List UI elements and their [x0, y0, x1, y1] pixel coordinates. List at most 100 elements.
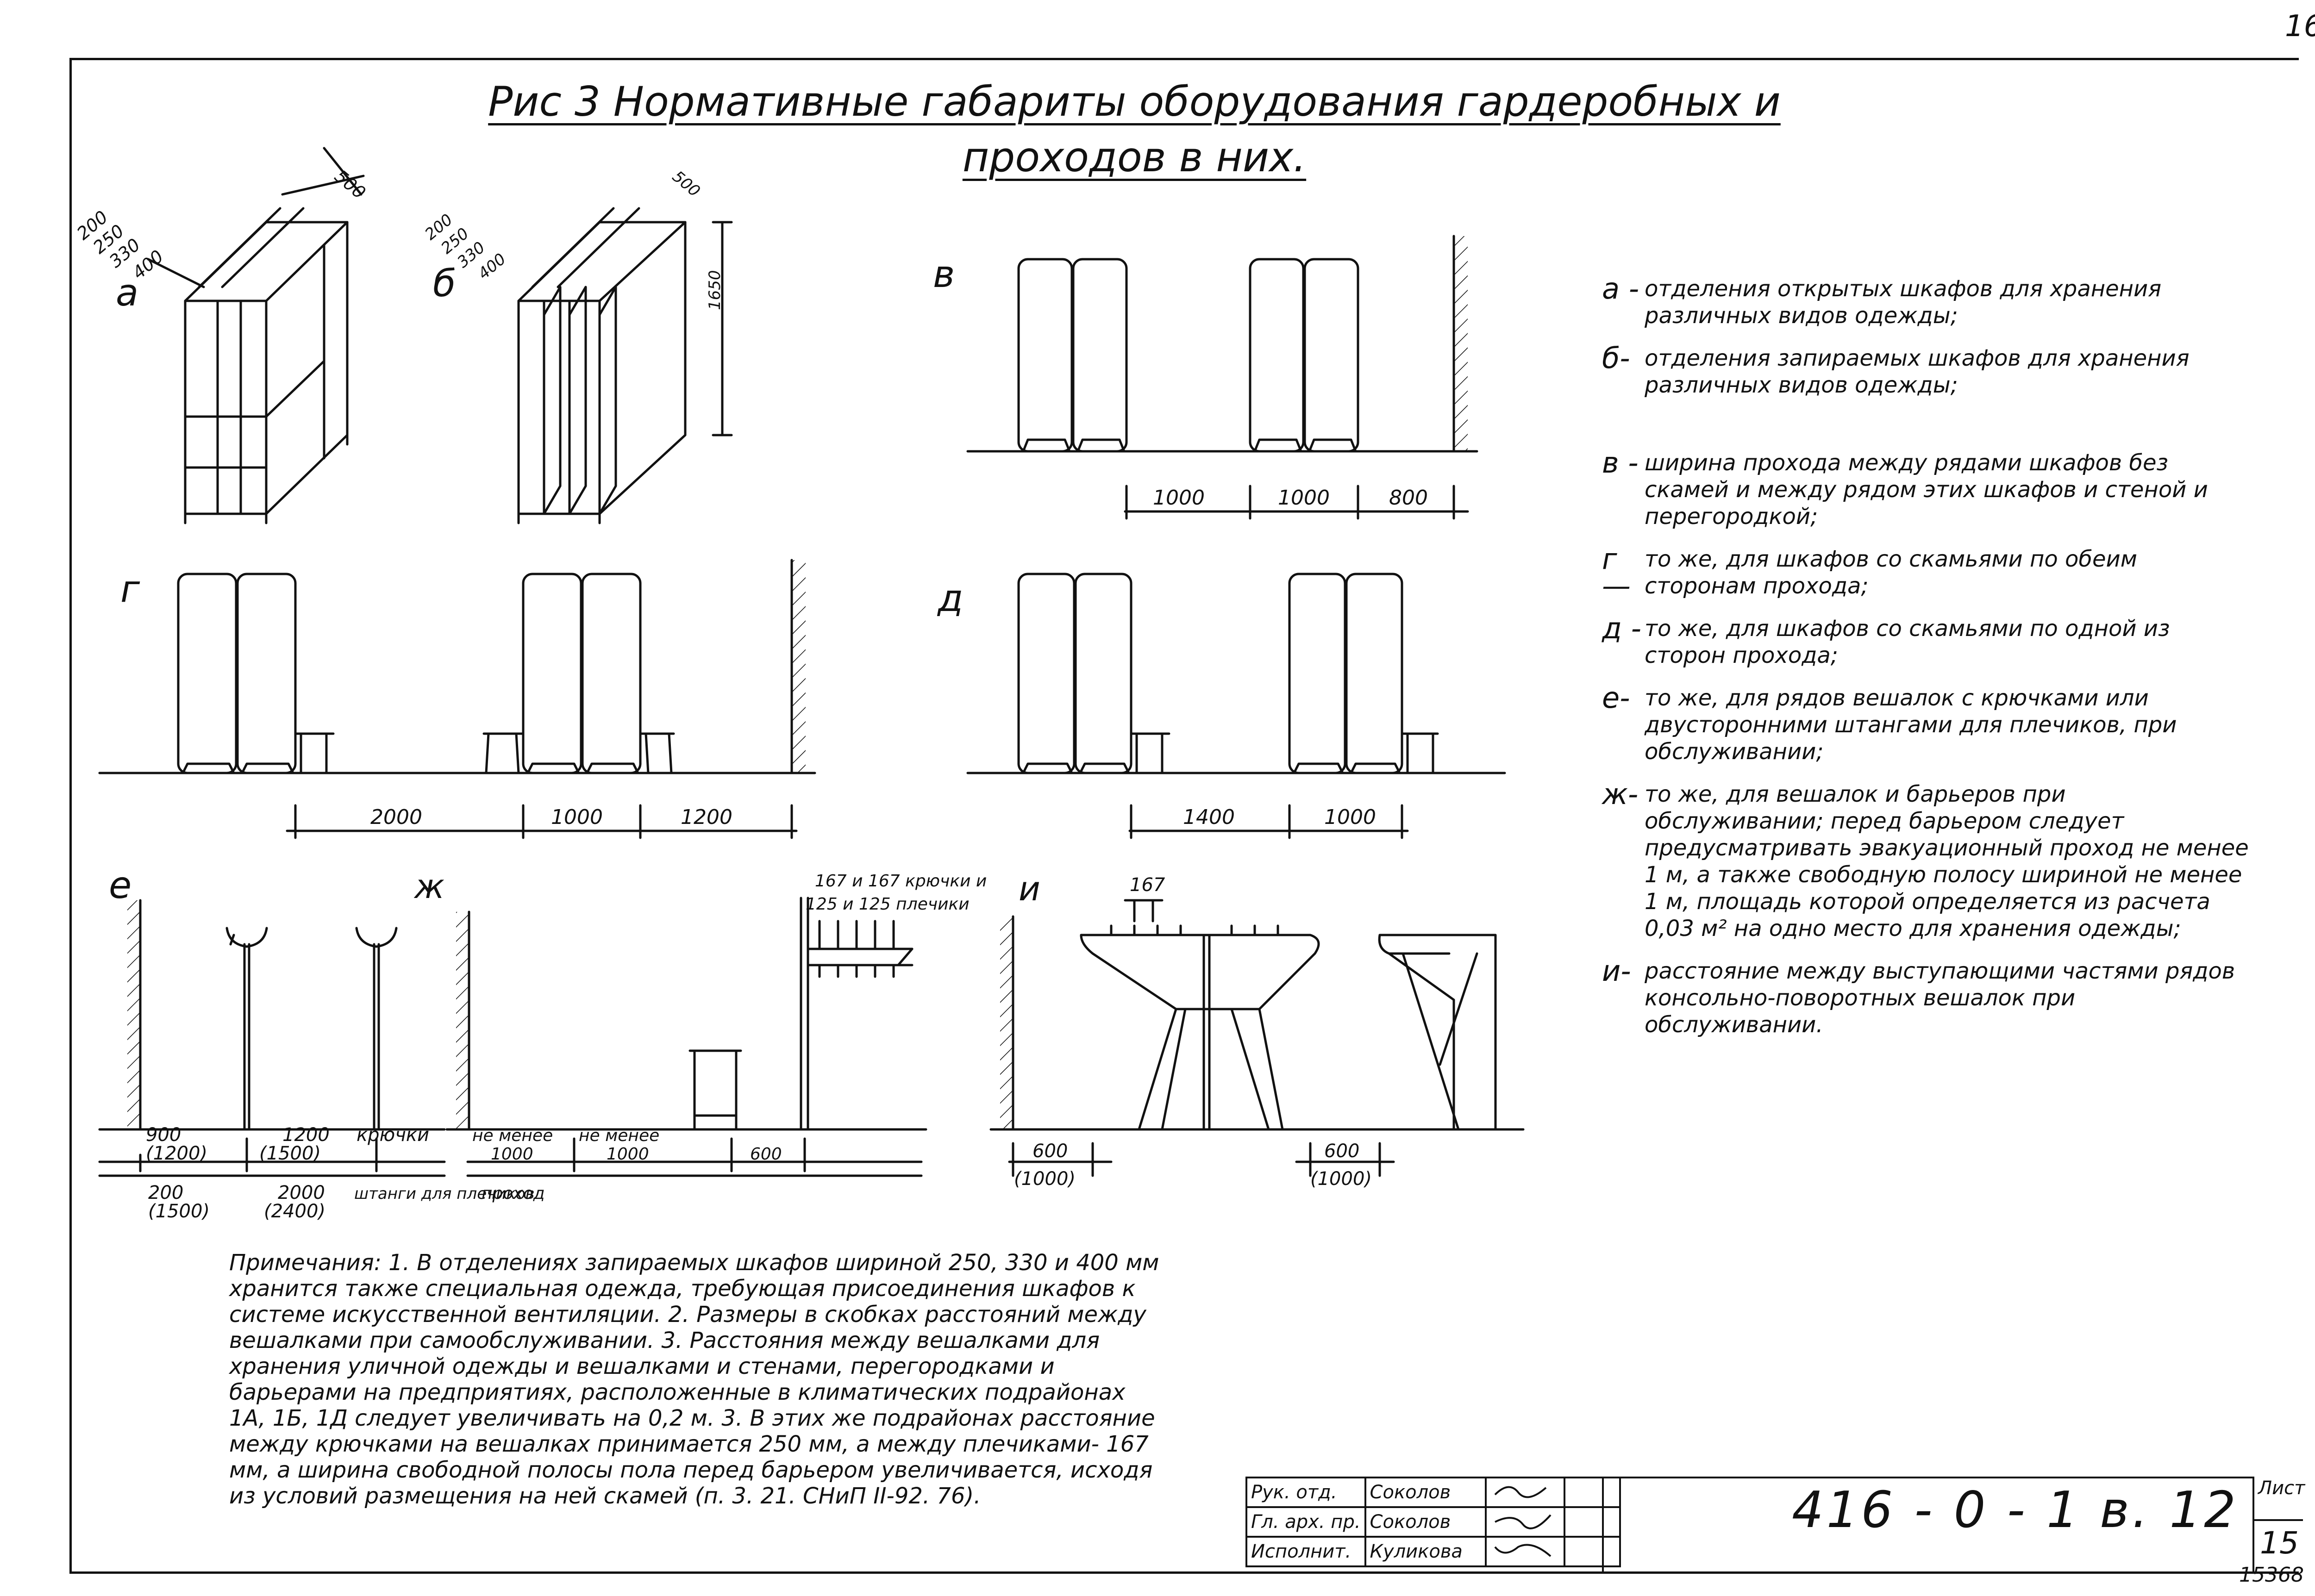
dim-e-200: 200	[148, 1182, 183, 1203]
dim-e-2400-paren: (2400)	[264, 1201, 325, 1222]
signature-cell	[1484, 1536, 1565, 1567]
dim-d-1400: 1400	[1183, 805, 1235, 829]
legend-text: расстояние между выступающими частями ря…	[1645, 958, 2235, 1038]
figure-a-cabinet	[147, 147, 365, 524]
table-row: Гл. арх. пр. Соколов	[1245, 1506, 1621, 1538]
legend-item-a: а -отделения открытых шкафов для хранени…	[1602, 272, 2250, 329]
dim-i-600-a: 600	[1032, 1141, 1068, 1162]
legend-key: д -	[1602, 611, 1641, 645]
name-cell: Соколов	[1364, 1506, 1487, 1538]
figure-e-letter: е	[109, 864, 131, 907]
legend-item-b: б-отделения запираемых шкафов для хранен…	[1602, 341, 2250, 399]
label-e-rods: штанги для плечиков	[354, 1185, 535, 1203]
figure-v-elevation	[966, 235, 1478, 520]
legend-key: е-	[1602, 681, 1630, 715]
figure-b-letter: б	[433, 262, 456, 305]
figure-i-letter: и	[1019, 869, 1040, 908]
zh-top-hooks: 167 и 167 крючки и	[815, 872, 987, 891]
dim-i-600-b: 600	[1324, 1141, 1359, 1162]
dim-b-500: 500	[669, 167, 703, 200]
sheet-divider	[2254, 1519, 2303, 1521]
figure-a-letter: а	[116, 271, 138, 314]
figure-d-letter: д	[937, 577, 963, 620]
empty-cell	[1563, 1506, 1621, 1538]
dim-v-1000-b: 1000	[1278, 486, 1330, 510]
figure-title: Рис 3 Нормативные габариты оборудования …	[463, 76, 1806, 187]
title-line-2: проходов в них.	[962, 133, 1307, 181]
figure-zh-barrier	[445, 897, 927, 1177]
notes: Примечания: 1. В отделениях запираемых ш…	[229, 1250, 1159, 1509]
empty-cell	[1563, 1536, 1621, 1567]
legend-text: отделения запираемых шкафов для хранения…	[1645, 345, 2190, 398]
figure-zh-letter: ж	[413, 867, 444, 906]
dim-e-1500-paren: (1500)	[259, 1143, 321, 1164]
archive-code: 15368	[2239, 1563, 2304, 1587]
dim-i-1000-a: (1000)	[1014, 1168, 1076, 1190]
legend-item-e: е-то же, для рядов вешалок с крючками ил…	[1602, 681, 2250, 765]
dim-a-500: 500	[331, 166, 369, 203]
sheet-label: Лист	[2258, 1478, 2305, 1499]
legend-item-zh: ж-то же, для вешалок и барьеров при обсл…	[1602, 777, 2250, 942]
sheet-box: Лист 15	[2252, 1477, 2305, 1571]
legend-key: г —	[1602, 542, 1631, 603]
legend-item-i: и-расстояние между выступающими частями …	[1602, 954, 2250, 1038]
legend-text: то же, для шкафов со скамьями по обеим с…	[1645, 546, 2137, 599]
figure-i-console-hangers	[989, 899, 1525, 1177]
legend-key: в -	[1602, 446, 1639, 480]
zh-passage-label: проход	[482, 1184, 545, 1203]
zh-dim-1000-a: 1000	[491, 1145, 533, 1164]
legend-text: то же, для вешалок и барьеров при обслуж…	[1645, 781, 2249, 941]
label-e-hooks: крючки	[357, 1124, 429, 1146]
dim-e-900: 900	[146, 1124, 181, 1146]
zh-dim-600: 600	[750, 1145, 782, 1164]
zh-dim-1000-b: 1000	[607, 1145, 649, 1164]
table-row: Исполнит. Куликова	[1245, 1536, 1621, 1567]
figure-e-hangers	[98, 899, 446, 1177]
legend-key: ж-	[1602, 777, 1639, 811]
role-cell: Рук. отд.	[1245, 1477, 1366, 1508]
drawing-code-box	[1602, 1477, 2254, 1573]
title-line-1: Рис 3 Нормативные габариты оборудования …	[488, 78, 1781, 125]
zh-min-label-a: не менее	[472, 1126, 553, 1145]
table-row: Рук. отд. Соколов	[1245, 1477, 1621, 1508]
figure-g-elevation	[98, 559, 816, 839]
legend-item-d: д -то же, для шкафов со скамьями по одно…	[1602, 611, 2250, 669]
figure-d-elevation	[966, 573, 1506, 839]
title-block: Рук. отд. Соколов Гл. арх. пр. Соколов И…	[1245, 1477, 2305, 1573]
dim-e-1200-paren: (1200)	[146, 1143, 207, 1164]
page-number: 16	[2285, 9, 2315, 44]
figure-v-letter: в	[933, 253, 955, 296]
signature-table: Рук. отд. Соколов Гл. арх. пр. Соколов И…	[1245, 1477, 1621, 1567]
legend-text: ширина прохода между рядами шкафов без с…	[1645, 450, 2208, 530]
signature-cell	[1484, 1506, 1565, 1538]
dim-v-1000-a: 1000	[1153, 486, 1205, 510]
dim-g-1200: 1200	[681, 805, 732, 829]
signature-cell	[1484, 1477, 1565, 1508]
legend-key: и-	[1602, 954, 1631, 988]
dim-i-167: 167	[1130, 874, 1165, 896]
dim-g-1000: 1000	[551, 805, 603, 829]
drawing-frame	[69, 58, 2299, 1574]
dim-i-1000-b: (1000)	[1310, 1168, 1372, 1190]
name-cell: Куликова	[1364, 1536, 1487, 1567]
name-cell: Соколов	[1364, 1477, 1487, 1508]
figure-g-letter: г	[120, 567, 140, 611]
dim-e-2000: 2000	[278, 1182, 325, 1203]
legend-text: отделения открытых шкафов для хранения р…	[1645, 276, 2162, 329]
sheet-number: 15	[2260, 1525, 2299, 1561]
zh-min-label-b: не менее	[579, 1126, 659, 1145]
zh-top-hangers: 125 и 125 плечики	[806, 895, 970, 914]
legend-item-g: г — то же, для шкафов со скамьями по обеи…	[1602, 542, 2250, 603]
dim-g-2000: 2000	[370, 805, 422, 829]
legend-text: то же, для рядов вешалок с крючками или …	[1645, 685, 2177, 765]
role-cell: Гл. арх. пр.	[1245, 1506, 1366, 1538]
dim-e-1200: 1200	[282, 1124, 330, 1146]
role-cell: Исполнит.	[1245, 1536, 1366, 1567]
dim-d-1000: 1000	[1324, 805, 1376, 829]
legend-key: а -	[1602, 272, 1639, 305]
legend-item-v: в -ширина прохода между рядами шкафов бе…	[1602, 449, 2250, 530]
legend-text: то же, для шкафов со скамьями по одной и…	[1645, 616, 2170, 668]
drawing-code: 416 - 0 - 1 в. 12	[1792, 1481, 2239, 1539]
legend-key: б-	[1602, 341, 1630, 375]
